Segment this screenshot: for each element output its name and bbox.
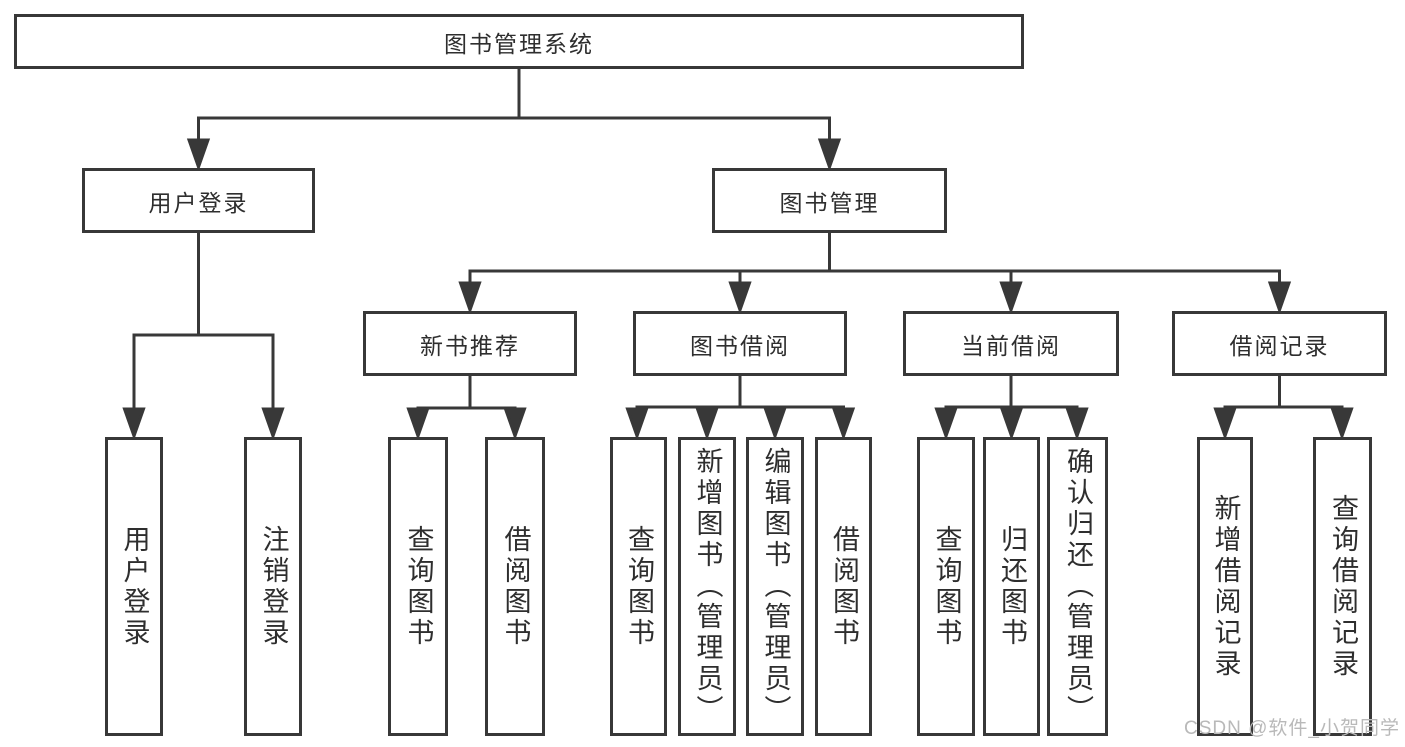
arrowhead — [817, 138, 842, 172]
leaf-query-borrow-record: 查询借阅记录 — [1313, 437, 1372, 736]
leaf-query-books: 查询图书 — [917, 437, 975, 736]
leaf-confirm-return-admin: 确认归还（管理员） — [1047, 437, 1108, 736]
arrowhead — [695, 407, 719, 441]
connector-root-to-level2 — [186, 67, 842, 172]
node-library-management-system: 图书管理系统 — [14, 14, 1024, 69]
node-book-management: 图书管理 — [712, 168, 947, 233]
arrowhead — [503, 407, 527, 441]
csdn-watermark: CSDN @软件_小贺同学 — [1184, 718, 1400, 739]
arrowhead — [186, 138, 211, 172]
node-book-borrow: 图书借阅 — [633, 311, 847, 376]
connector-new-book-to-leaves — [406, 374, 527, 441]
leaf-user-login: 用户登录 — [105, 437, 163, 736]
arrowhead — [999, 281, 1023, 315]
connector-book-management-to-level3 — [458, 231, 1292, 315]
node-new-book-recommend: 新书推荐 — [363, 311, 577, 376]
leaf-borrow-books: 借阅图书 — [485, 437, 545, 736]
arrowhead — [458, 281, 482, 315]
node-borrow-record: 借阅记录 — [1172, 311, 1387, 376]
arrowhead — [1267, 281, 1292, 315]
node-user-login: 用户登录 — [82, 168, 315, 233]
leaf-borrow-books: 借阅图书 — [815, 437, 872, 736]
arrowhead — [934, 407, 958, 441]
arrowhead — [728, 281, 752, 315]
arrowhead — [1065, 407, 1089, 441]
leaf-add-borrow-record: 新增借阅记录 — [1197, 437, 1253, 736]
node-current-borrow: 当前借阅 — [903, 311, 1119, 376]
arrowhead — [763, 407, 787, 441]
arrowhead — [406, 407, 430, 441]
connector-borrow-record-to-leaves — [1213, 374, 1354, 441]
arrowhead — [999, 407, 1024, 441]
connector-current-borrow-to-leaves — [934, 374, 1089, 441]
arrowhead — [1213, 407, 1237, 441]
leaf-query-books: 查询图书 — [610, 437, 667, 736]
leaf-query-books: 查询图书 — [388, 437, 448, 736]
arrowhead — [831, 407, 856, 441]
connector-user-login-to-leaves — [122, 231, 285, 441]
connector-book-borrow-to-leaves — [625, 374, 856, 441]
leaf-add-books-admin: 新增图书（管理员） — [678, 437, 736, 736]
arrowhead — [261, 407, 285, 441]
arrowhead — [1330, 407, 1354, 441]
leaf-edit-books-admin: 编辑图书（管理员） — [746, 437, 804, 736]
leaf-return-books: 归还图书 — [983, 437, 1040, 736]
arrowhead — [122, 407, 146, 441]
leaf-logout: 注销登录 — [244, 437, 302, 736]
arrowhead — [625, 407, 649, 441]
